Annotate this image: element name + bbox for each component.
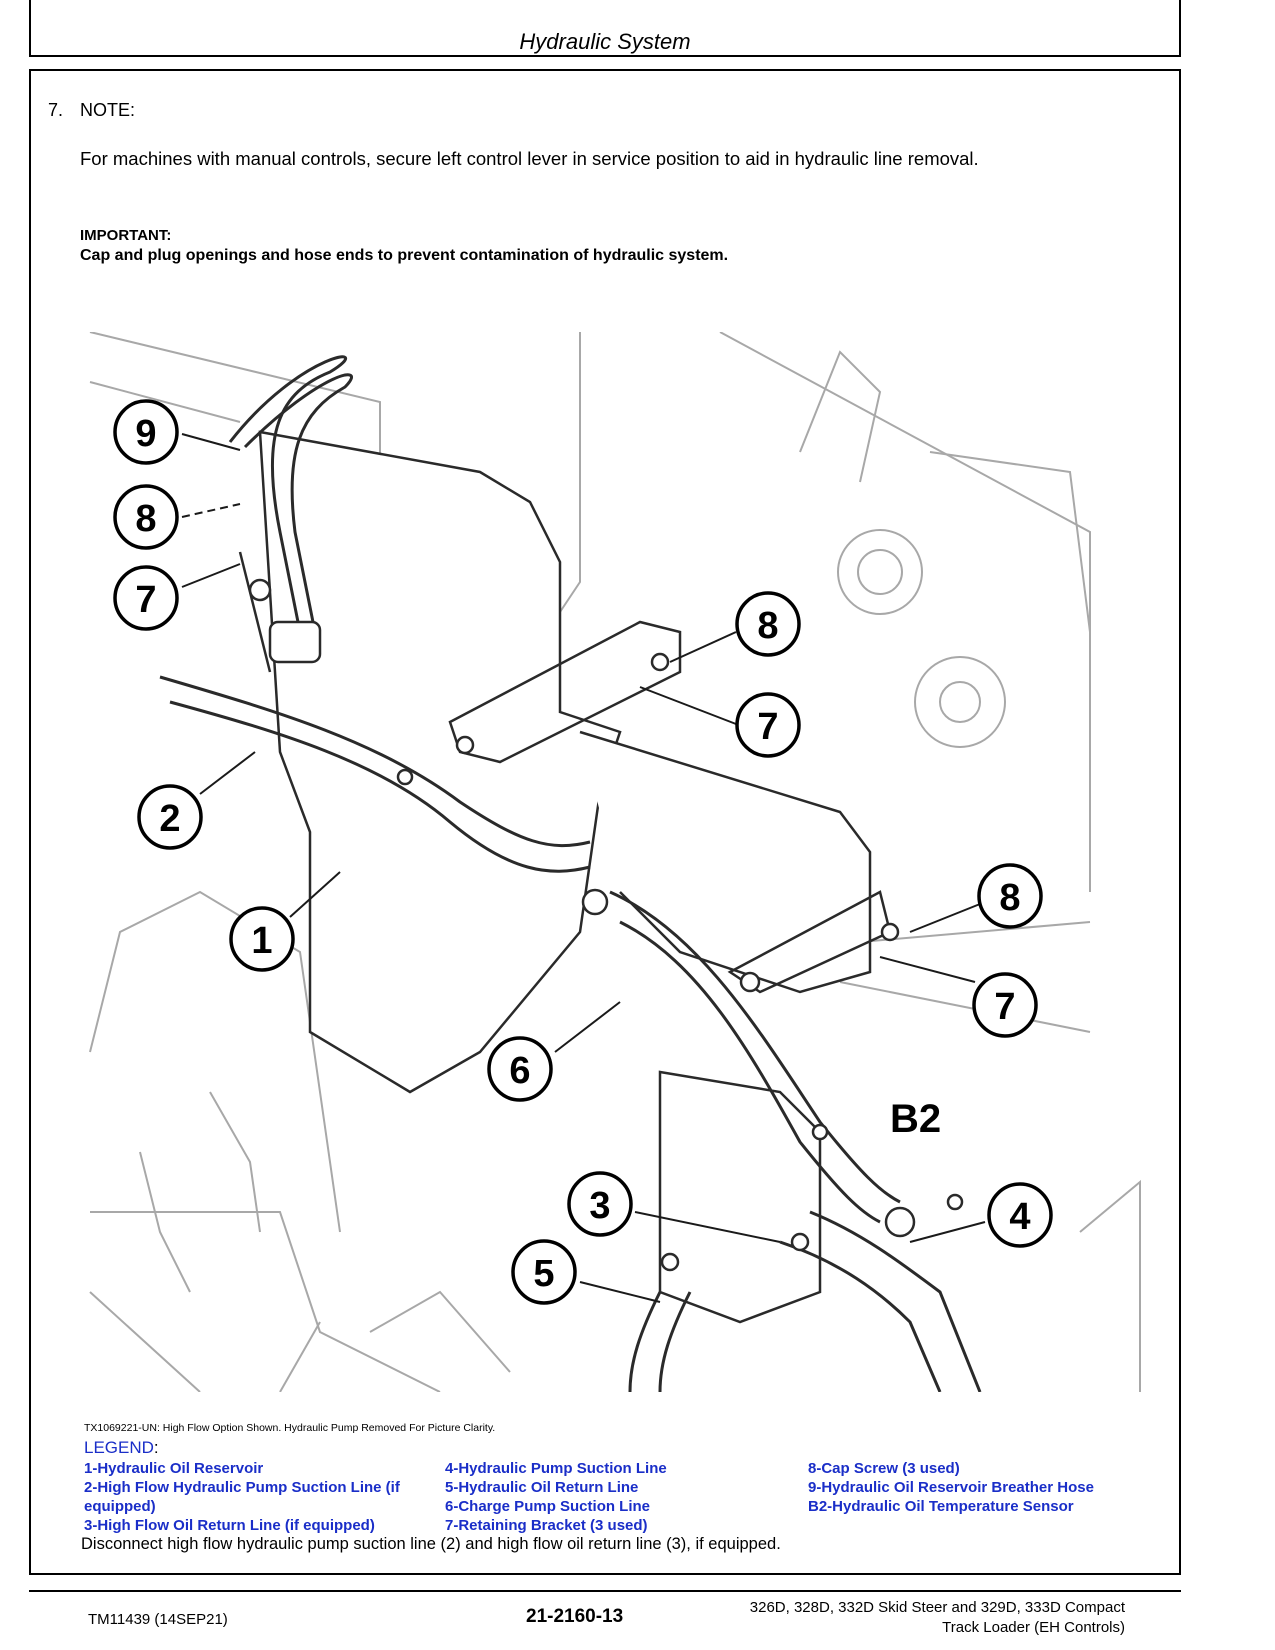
legend-item: 9-Hydraulic Oil Reservoir Breather Hose [808, 1479, 1094, 1496]
callout-numbers: 9 8 7 8 7 2 1 8 7 6 3 5 4 [135, 413, 1030, 1295]
legend-title-colon: : [153, 1438, 159, 1457]
legend-item: 6-Charge Pump Suction Line [445, 1498, 651, 1515]
legend-item: 4-Hydraulic Pump Suction Line [445, 1460, 667, 1477]
sensor-label: B2 [890, 1097, 941, 1141]
callout-number: 5 [533, 1253, 554, 1295]
legend-item: B2-Hydraulic Oil Temperature Sensor [808, 1498, 1074, 1515]
legend-title: LEGEND: [84, 1438, 159, 1458]
legend-column-1: 1-Hydraulic Oil Reservoir 2-High Flow Hy… [84, 1459, 400, 1535]
callout-number: 7 [994, 986, 1015, 1028]
legend-item: equipped) [84, 1498, 156, 1515]
legend-item: 5-Hydraulic Oil Return Line [445, 1479, 639, 1496]
callout-number: 2 [159, 798, 180, 840]
callout-number: 7 [757, 706, 778, 748]
legend-title-text: LEGEND [84, 1438, 154, 1457]
footer-doc-id: TM11439 (14SEP21) [88, 1611, 228, 1628]
note-label: NOTE: [80, 100, 136, 120]
callout-number: 7 [135, 579, 156, 621]
content-frame [29, 69, 1181, 1575]
callout-number: 6 [509, 1050, 530, 1092]
legend-item: 7-Retaining Bracket (3 used) [445, 1517, 648, 1534]
illustration-svg: 9 8 7 8 7 2 1 8 7 6 3 5 4 B2 [89, 332, 1141, 1392]
legend-item: 2-High Flow Hydraulic Pump Suction Line … [84, 1479, 400, 1496]
important-text: Cap and plug openings and hose ends to p… [80, 247, 729, 264]
footer-divider [29, 1590, 1181, 1592]
callout-number: 8 [757, 605, 778, 647]
reservoir-outline [258, 430, 872, 1324]
step-number: 7. [48, 100, 64, 120]
legend-column-3: 8-Cap Screw (3 used) 9-Hydraulic Oil Res… [808, 1459, 1094, 1516]
footer-model: 326D, 328D, 332D Skid Steer and 329D, 33… [750, 1598, 1125, 1638]
callout-number: 4 [1009, 1196, 1030, 1238]
hydraulic-line-illustration: 9 8 7 8 7 2 1 8 7 6 3 5 4 B2 [80, 332, 1150, 1392]
callout-number: 1 [251, 920, 272, 962]
callout-number: 8 [999, 877, 1020, 919]
section-title: Hydraulic System [519, 29, 691, 54]
callout-markers [113, 399, 1053, 1305]
callout-number: 3 [589, 1185, 610, 1227]
callout-number: 8 [135, 498, 156, 540]
note-text: For machines with manual controls, secur… [80, 148, 979, 169]
legend-item: 1-Hydraulic Oil Reservoir [84, 1460, 264, 1477]
legend-item: 8-Cap Screw (3 used) [808, 1460, 960, 1477]
footer-model-line-1: 326D, 328D, 332D Skid Steer and 329D, 33… [749, 1599, 1125, 1616]
figure-caption: TX1069221-UN: High Flow Option Shown. Hy… [84, 1422, 496, 1434]
hoses [159, 355, 982, 1392]
footer-model-line-2: Track Loader (EH Controls) [942, 1619, 1125, 1636]
important-label: IMPORTANT: [80, 227, 172, 244]
page-header: Hydraulic System [29, 0, 1181, 57]
legend-item: 3-High Flow Oil Return Line (if equipped… [84, 1517, 375, 1534]
footer-page-number: 21-2160-13 [526, 1606, 624, 1627]
legend-column-2: 4-Hydraulic Pump Suction Line 5-Hydrauli… [445, 1459, 667, 1535]
fittings [248, 578, 964, 1272]
background-frame [89, 332, 1141, 1392]
callout-leaders [181, 433, 986, 1303]
callout-number: 9 [135, 413, 156, 455]
instruction-text: Disconnect high flow hydraulic pump suct… [81, 1535, 781, 1553]
